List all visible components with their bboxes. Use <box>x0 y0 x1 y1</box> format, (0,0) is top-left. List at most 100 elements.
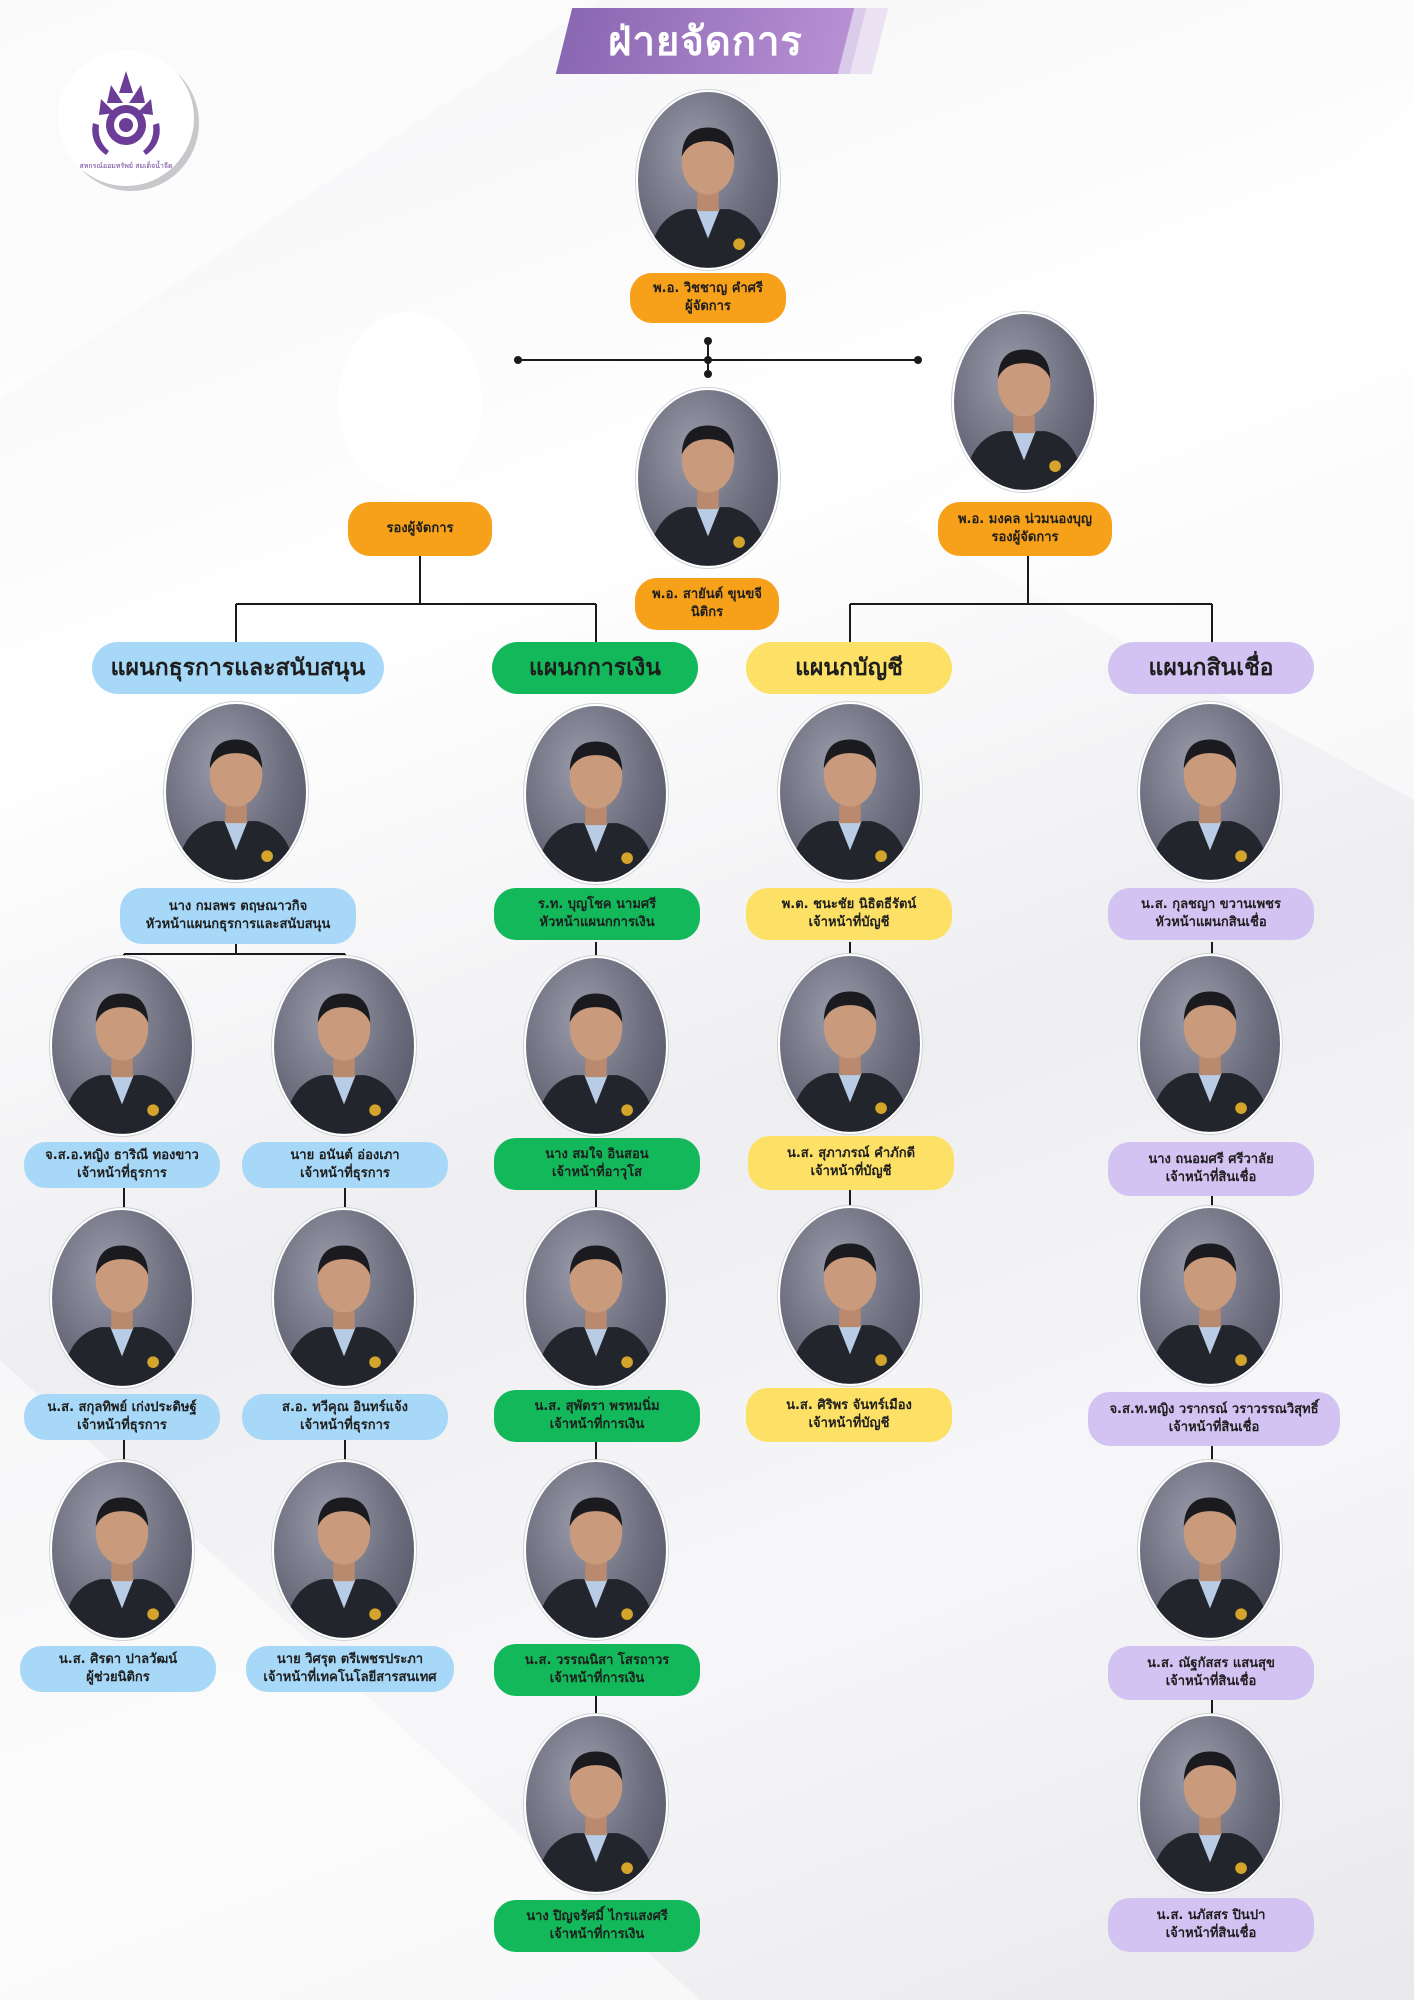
finance-member-name: ร.ท. บุญโชค นามศรี <box>537 897 657 912</box>
admin-staff-label: นาย อนันต์ อ่องเภา เจ้าหน้าที่ธุรการ <box>242 1142 448 1188</box>
admin-staff-label: น.ส. สกุลทิพย์ เก่งประดิษฐ์ เจ้าหน้าที่ธ… <box>24 1394 220 1440</box>
portrait-silhouette-icon <box>1149 1497 1271 1638</box>
admin-staff-name: จ.ส.อ.หญิง ธาริณี ทองขาว <box>45 1148 199 1163</box>
credit-member-label: นาง ถนอมศรี ศรีวาลัย เจ้าหน้าที่สินเชื่อ <box>1108 1142 1314 1196</box>
credit-member-name: น.ส. ณัฐกัสสร แสนสุข <box>1147 1656 1275 1671</box>
finance-member-label: ร.ท. บุญโชค นามศรี หัวหน้าแผนกการเงิน <box>494 888 700 940</box>
admin-staff-label: น.ส. ศิรดา ปาลวัฒน์ ผู้ช่วยนิติกร <box>20 1646 216 1692</box>
portrait-silhouette-icon <box>535 741 657 882</box>
logo-text: สหกรณ์ออมทรัพย์ สมเด็จน้ำจืด <box>79 162 173 170</box>
finance-member-photo <box>524 704 668 884</box>
accounting-member-label: น.ส. สุภาภรณ์ คำภักดี เจ้าหน้าที่บัญชี <box>748 1136 954 1190</box>
legal-officer-photo <box>636 388 780 568</box>
accounting-member-name: น.ส. ศิริพร จันทร์เมือง <box>786 1398 912 1413</box>
admin-staff-label: จ.ส.อ.หญิง ธาริณี ทองขาว เจ้าหน้าที่ธุรก… <box>24 1142 220 1188</box>
crest-icon <box>92 71 160 155</box>
credit-member-photo <box>1138 1714 1282 1894</box>
vacant-deputy-photo <box>338 312 482 492</box>
accounting-member-role: เจ้าหน้าที่บัญชี <box>808 1416 890 1431</box>
admin-head-label: นาง กมลพร ตฤษณาวกิจ หัวหน้าแผนกธุรการและ… <box>120 888 356 944</box>
portrait-silhouette-icon <box>1149 739 1271 880</box>
finance-member-name: น.ส. สุพัตรา พรหมนิ่ม <box>534 1399 660 1414</box>
finance-member-photo <box>524 956 668 1136</box>
admin-staff-photo <box>272 956 416 1136</box>
legal-officer-label: พ.อ. สายันต์ ขุนขจี นิติกร <box>635 578 779 630</box>
accounting-member-photo <box>778 1206 922 1386</box>
accounting-member-label: พ.ต. ชนะชัย นิธิตธีรัตน์ เจ้าหน้าที่บัญช… <box>746 888 952 940</box>
admin-staff-label: ส.อ. ทวีคุณ อินทร์แจ้ง เจ้าหน้าที่ธุรการ <box>242 1394 448 1440</box>
manager-photo <box>636 90 780 270</box>
portrait-silhouette-icon <box>535 1751 657 1892</box>
admin-staff-photo <box>50 1460 194 1640</box>
portrait-silhouette-icon <box>647 127 769 268</box>
credit-member-label: จ.ส.ท.หญิง วรากรณ์ วราวรรณวิสุทธิ์ เจ้าห… <box>1088 1392 1340 1446</box>
admin-staff-name: น.ส. สกุลทิพย์ เก่งประดิษฐ์ <box>47 1400 197 1415</box>
portrait-silhouette-icon <box>175 739 297 880</box>
accounting-member-role: เจ้าหน้าที่บัญชี <box>810 1164 892 1179</box>
finance-member-role: เจ้าหน้าที่การเงิน <box>549 1927 645 1942</box>
credit-member-label: น.ส. ณัฐกัสสร แสนสุข เจ้าหน้าที่สินเชื่อ <box>1108 1646 1314 1700</box>
accounting-member-label: น.ส. ศิริพร จันทร์เมือง เจ้าหน้าที่บัญชี <box>746 1388 952 1442</box>
credit-member-photo <box>1138 1460 1282 1640</box>
credit-member-role: เจ้าหน้าที่สินเชื่อ <box>1168 1420 1260 1435</box>
credit-member-label: น.ส. กุลชญา ขวานเพชร หัวหน้าแผนกสินเชื่อ <box>1108 888 1314 940</box>
admin-staff-photo <box>272 1208 416 1388</box>
portrait-silhouette-icon <box>535 1497 657 1638</box>
portrait-silhouette-icon <box>963 349 1085 490</box>
admin-staff-role: เจ้าหน้าที่ธุรการ <box>77 1418 167 1433</box>
legal-officer-role: นิติกร <box>690 605 724 620</box>
portrait-silhouette-icon <box>283 993 405 1134</box>
credit-member-role: เจ้าหน้าที่สินเชื่อ <box>1165 1674 1257 1689</box>
manager-name: พ.อ. วิชชาญ คำศรี <box>653 281 763 296</box>
admin-head-name: นาง กมลพร ตฤษณาวกิจ <box>168 899 308 914</box>
finance-member-role: หัวหน้าแผนกการเงิน <box>539 915 655 930</box>
credit-member-label: น.ส. นภัสสร ปินปา เจ้าหน้าที่สินเชื่อ <box>1108 1898 1314 1952</box>
finance-member-label: น.ส. สุพัตรา พรหมนิ่ม เจ้าหน้าที่การเงิน <box>494 1390 700 1442</box>
portrait-silhouette-icon <box>789 991 911 1132</box>
dept-admin-header: แผนกธุรการและสนับสนุน <box>92 642 384 694</box>
cooperative-logo: สหกรณ์ออมทรัพย์ สมเด็จน้ำจืด <box>58 50 194 186</box>
portrait-silhouette-icon <box>1149 991 1271 1132</box>
finance-member-label: นาง สมใจ อินสอน เจ้าหน้าที่อาวุโส <box>494 1138 700 1190</box>
manager-role: ผู้จัดการ <box>685 299 731 314</box>
vacant-deputy-role: รองผู้จัดการ <box>386 521 454 536</box>
portrait-silhouette-icon <box>647 425 769 566</box>
portrait-silhouette-icon <box>61 993 183 1134</box>
credit-member-photo <box>1138 1206 1282 1386</box>
finance-member-label: นาง ปิญจรัศมิ์ ไกรแสงศรี เจ้าหน้าที่การเ… <box>494 1900 700 1952</box>
admin-head-role: หัวหน้าแผนกธุรการและสนับสนุน <box>145 917 331 932</box>
finance-member-role: เจ้าหน้าที่อาวุโส <box>551 1165 642 1180</box>
accounting-member-name: น.ส. สุภาภรณ์ คำภักดี <box>786 1146 916 1161</box>
finance-member-role: เจ้าหน้าที่การเงิน <box>549 1417 645 1432</box>
finance-member-photo <box>524 1460 668 1640</box>
portrait-silhouette-icon <box>1149 1751 1271 1892</box>
admin-staff-name: นาย วิศรุต ตรีเพชรประภา <box>276 1652 424 1667</box>
deputy-manager-photo <box>952 312 1096 492</box>
admin-staff-name: ส.อ. ทวีคุณ อินทร์แจ้ง <box>282 1400 408 1415</box>
admin-staff-name: น.ส. ศิรดา ปาลวัฒน์ <box>58 1652 178 1667</box>
title-box: ฝ่ายจัดการ <box>555 8 855 74</box>
credit-member-name: นาง ถนอมศรี ศรีวาลัย <box>1148 1152 1274 1167</box>
accounting-member-photo <box>778 702 922 882</box>
header-banner: ฝ่ายจัดการ <box>555 8 894 74</box>
admin-staff-role: ผู้ช่วยนิติกร <box>86 1670 150 1685</box>
page-title: ฝ่ายจัดการ <box>607 19 803 65</box>
finance-member-label: น.ส. วรรณนิสา โสรถาวร เจ้าหน้าที่การเงิน <box>494 1644 700 1696</box>
dept-credit-header: แผนกสินเชื่อ <box>1108 642 1314 694</box>
accounting-member-photo <box>778 954 922 1134</box>
accounting-member-role: เจ้าหน้าที่บัญชี <box>808 915 890 930</box>
credit-member-photo <box>1138 954 1282 1134</box>
admin-staff-label: นาย วิศรุต ตรีเพชรประภา เจ้าหน้าที่เทคโน… <box>246 1646 454 1692</box>
portrait-silhouette-icon <box>283 1497 405 1638</box>
portrait-silhouette-icon <box>61 1497 183 1638</box>
credit-member-photo <box>1138 702 1282 882</box>
admin-staff-role: เจ้าหน้าที่ธุรการ <box>300 1166 390 1181</box>
admin-staff-name: นาย อนันต์ อ่องเภา <box>290 1148 400 1163</box>
credit-member-role: เจ้าหน้าที่สินเชื่อ <box>1165 1926 1257 1941</box>
credit-member-name: จ.ส.ท.หญิง วรากรณ์ วราวรรณวิสุทธิ์ <box>1109 1402 1319 1417</box>
deputy-manager-label: พ.อ. มงคล น่วมนองบุญ รองผู้จัดการ <box>938 502 1112 556</box>
manager-label: พ.อ. วิชชาญ คำศรี ผู้จัดการ <box>630 273 786 323</box>
legal-officer-name: พ.อ. สายันต์ ขุนขจี <box>652 587 762 602</box>
admin-staff-role: เจ้าหน้าที่เทคโนโลยีสารสนเทศ <box>263 1670 437 1685</box>
admin-staff-role: เจ้าหน้าที่ธุรการ <box>300 1418 390 1433</box>
